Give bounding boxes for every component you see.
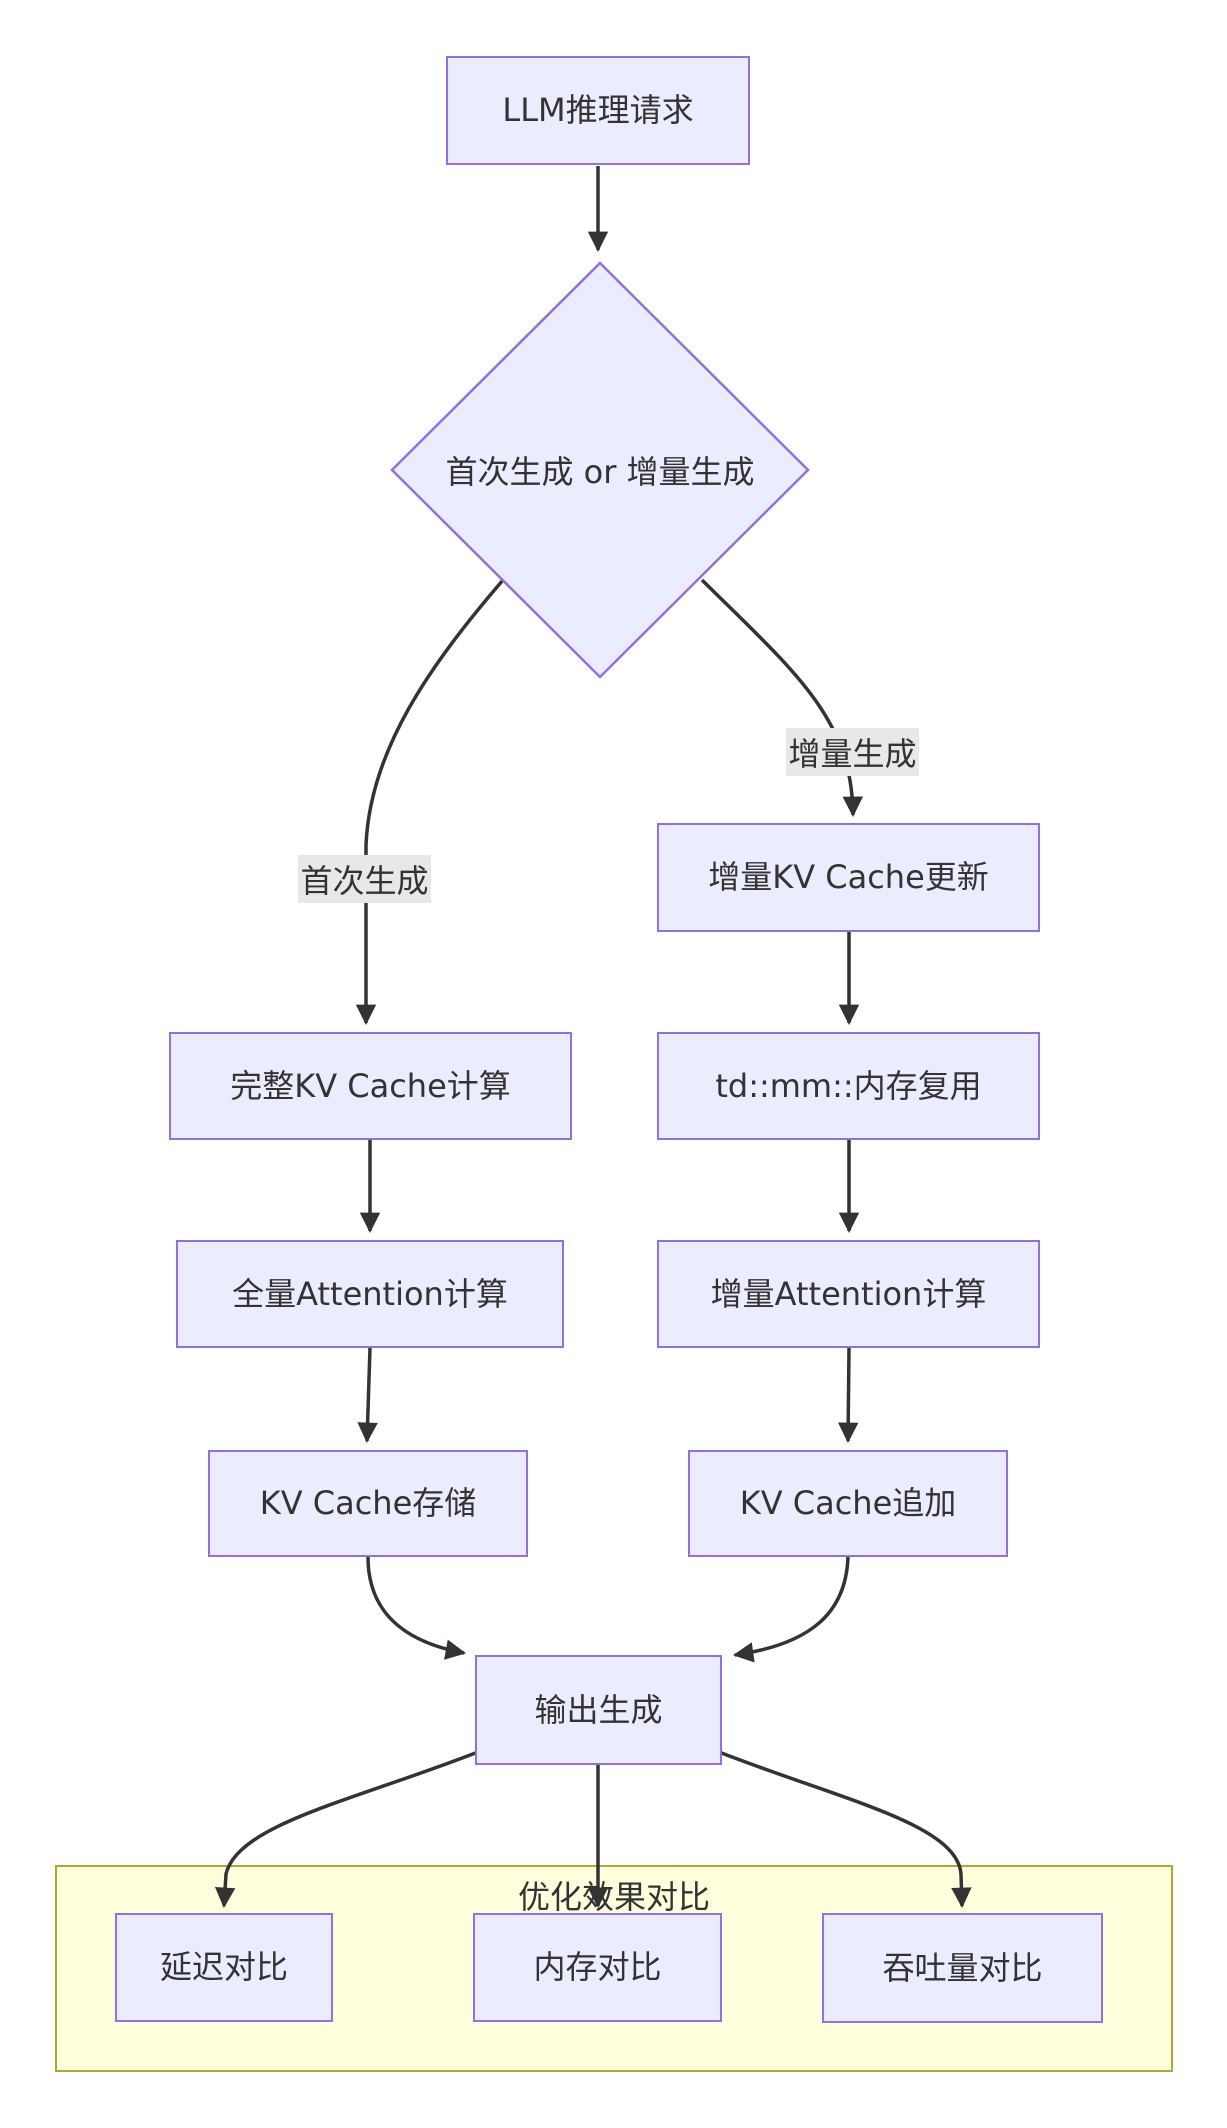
edge-kv-store-to-output: [366, 1556, 467, 1660]
node-incremental-kv-cache-update: 增量KV Cache更新: [657, 823, 1040, 932]
edge-label-incremental-generation-text: 增量生成: [788, 735, 917, 773]
node-throughput-comparison: 吞吐量对比: [822, 1913, 1103, 2023]
edge-full-attn-to-kv-store: [357, 1347, 378, 1444]
edge-inc-attn-to-kv-append: [837, 1347, 859, 1444]
node-throughput-comparison-label: 吞吐量对比: [882, 1948, 1043, 1987]
node-kv-cache-store-label: KV Cache存储: [259, 1484, 477, 1523]
edge-label-incremental-generation: 增量生成: [786, 728, 919, 776]
node-memory-comparison-label: 内存对比: [533, 1948, 662, 1987]
node-llm-request-label: LLM推理请求: [502, 91, 694, 130]
node-kv-cache-append: KV Cache追加: [688, 1450, 1008, 1557]
node-output-generation: 输出生成: [475, 1655, 722, 1765]
node-decision: 首次生成 or 增量生成: [392, 445, 808, 495]
edge-decision-to-inc-update: [700, 578, 864, 818]
node-latency-comparison-label: 延迟对比: [159, 1948, 288, 1987]
edge-label-first-generation-text: 首次生成: [300, 862, 429, 900]
node-incremental-kv-cache-update-label: 增量KV Cache更新: [708, 858, 989, 897]
node-kv-cache-append-label: KV Cache追加: [739, 1484, 957, 1523]
edge-label-first-generation: 首次生成: [298, 855, 431, 903]
node-kv-cache-store: KV Cache存储: [208, 1450, 528, 1557]
edge-decision-to-full-kv: [355, 578, 505, 1026]
node-incremental-attention-compute-label: 增量Attention计算: [710, 1274, 987, 1313]
node-full-attention-compute: 全量Attention计算: [176, 1240, 564, 1348]
node-llm-request: LLM推理请求: [446, 56, 750, 165]
node-memory-comparison: 内存对比: [473, 1913, 722, 2022]
node-memory-reuse: td::mm::内存复用: [657, 1032, 1040, 1140]
edge-kv-append-to-output: [732, 1556, 850, 1663]
node-output-generation-label: 输出生成: [534, 1690, 663, 1729]
subgraph-title: 优化效果对比: [517, 1878, 710, 1916]
node-full-kv-cache-compute: 完整KV Cache计算: [169, 1032, 572, 1140]
node-incremental-attention-compute: 增量Attention计算: [657, 1240, 1040, 1348]
node-full-attention-compute-label: 全量Attention计算: [232, 1274, 508, 1313]
node-full-kv-cache-compute-label: 完整KV Cache计算: [230, 1066, 511, 1105]
node-latency-comparison: 延迟对比: [115, 1913, 333, 2022]
node-memory-reuse-label: td::mm::内存复用: [715, 1066, 982, 1105]
node-decision-label: 首次生成 or 增量生成: [445, 453, 755, 491]
